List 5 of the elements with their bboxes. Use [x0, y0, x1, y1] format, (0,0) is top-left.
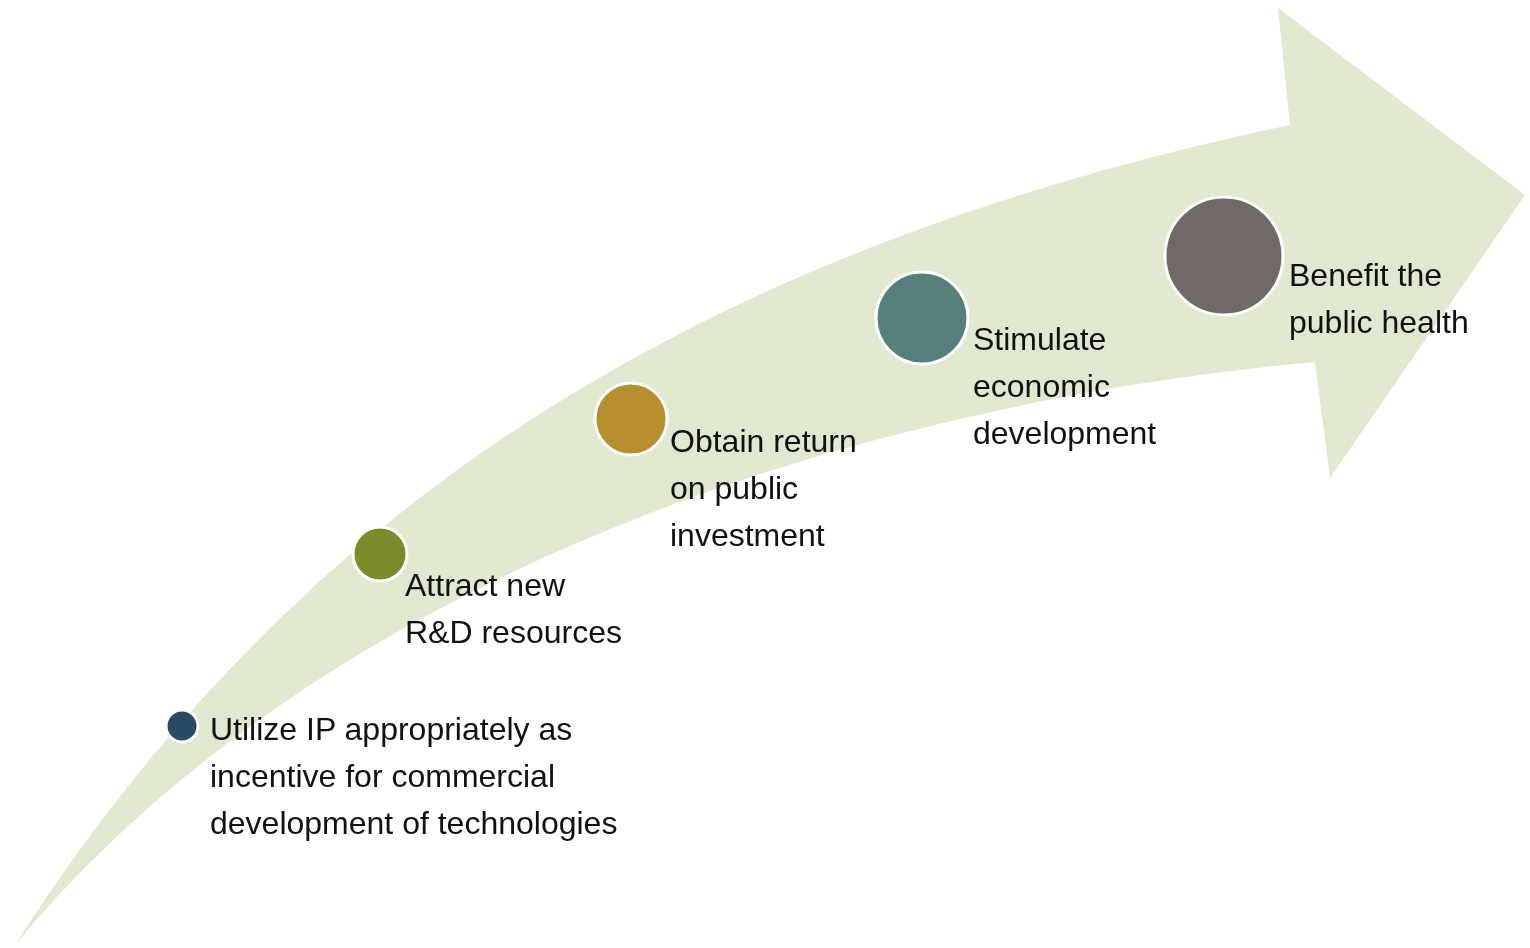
step-label: Utilize IP appropriately as incentive for commercial development of technologies	[210, 710, 619, 843]
step-label: Attract new R&D resources	[405, 566, 623, 652]
step-label: Obtain return on public investment	[670, 422, 858, 555]
step-label: Stimulate economic development	[973, 320, 1158, 453]
step-label: Benefit the public health	[1289, 256, 1470, 342]
